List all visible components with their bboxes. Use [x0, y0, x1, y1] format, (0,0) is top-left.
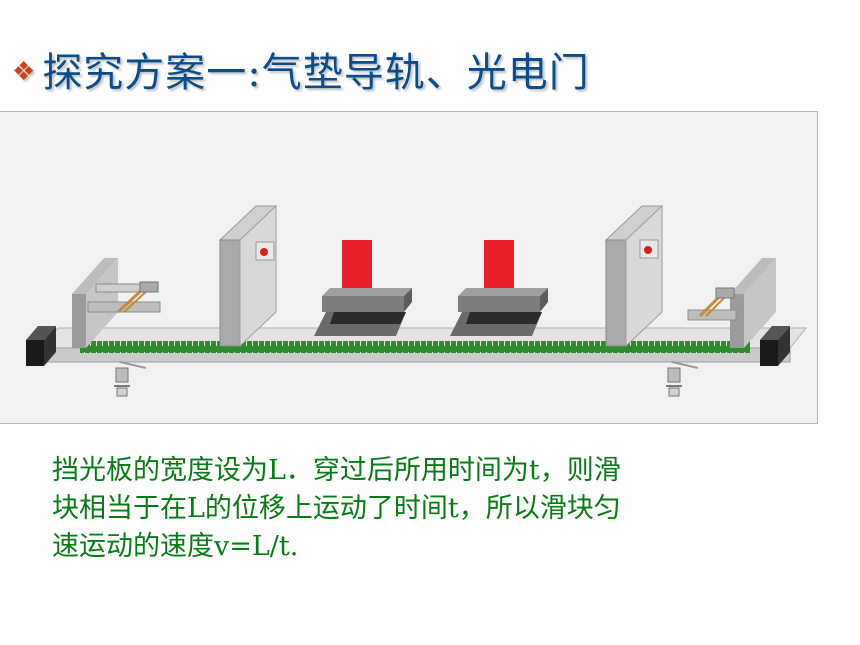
diamond-bullet-icon: ❖: [12, 57, 37, 87]
leveling-foot-left: [114, 361, 147, 397]
air-track-illustration: [0, 111, 818, 424]
glider-flag: [342, 240, 372, 292]
description-text: 挡光板的宽度设为L．穿过后所用时间为t，则滑 块相当于在L的位移上运动了时间t，…: [52, 452, 822, 566]
description-line: 速运动的速度v=L/t.: [52, 531, 299, 562]
glider-flag: [484, 240, 514, 292]
right-end-block: [760, 326, 790, 366]
scale-strip: [80, 341, 750, 353]
slide-title-text: 探究方案一:气垫导轨、光电门: [42, 50, 590, 96]
description-line: 块相当于在L的位移上运动了时间t，所以滑块匀: [52, 493, 621, 524]
glider-left: [314, 240, 412, 336]
glider-right: [450, 240, 548, 336]
leveling-foot-right: [666, 361, 699, 397]
left-photogate: [218, 204, 278, 348]
description-line: 挡光板的宽度设为L．穿过后所用时间为t，则滑: [52, 455, 621, 486]
left-end-block: [26, 326, 56, 366]
left-end-support: [72, 258, 161, 348]
right-photogate: [604, 204, 664, 348]
right-end-support: [687, 258, 776, 348]
slide-title: ❖探究方案一:气垫导轨、光电门: [12, 40, 590, 98]
rail-base: [38, 327, 808, 363]
